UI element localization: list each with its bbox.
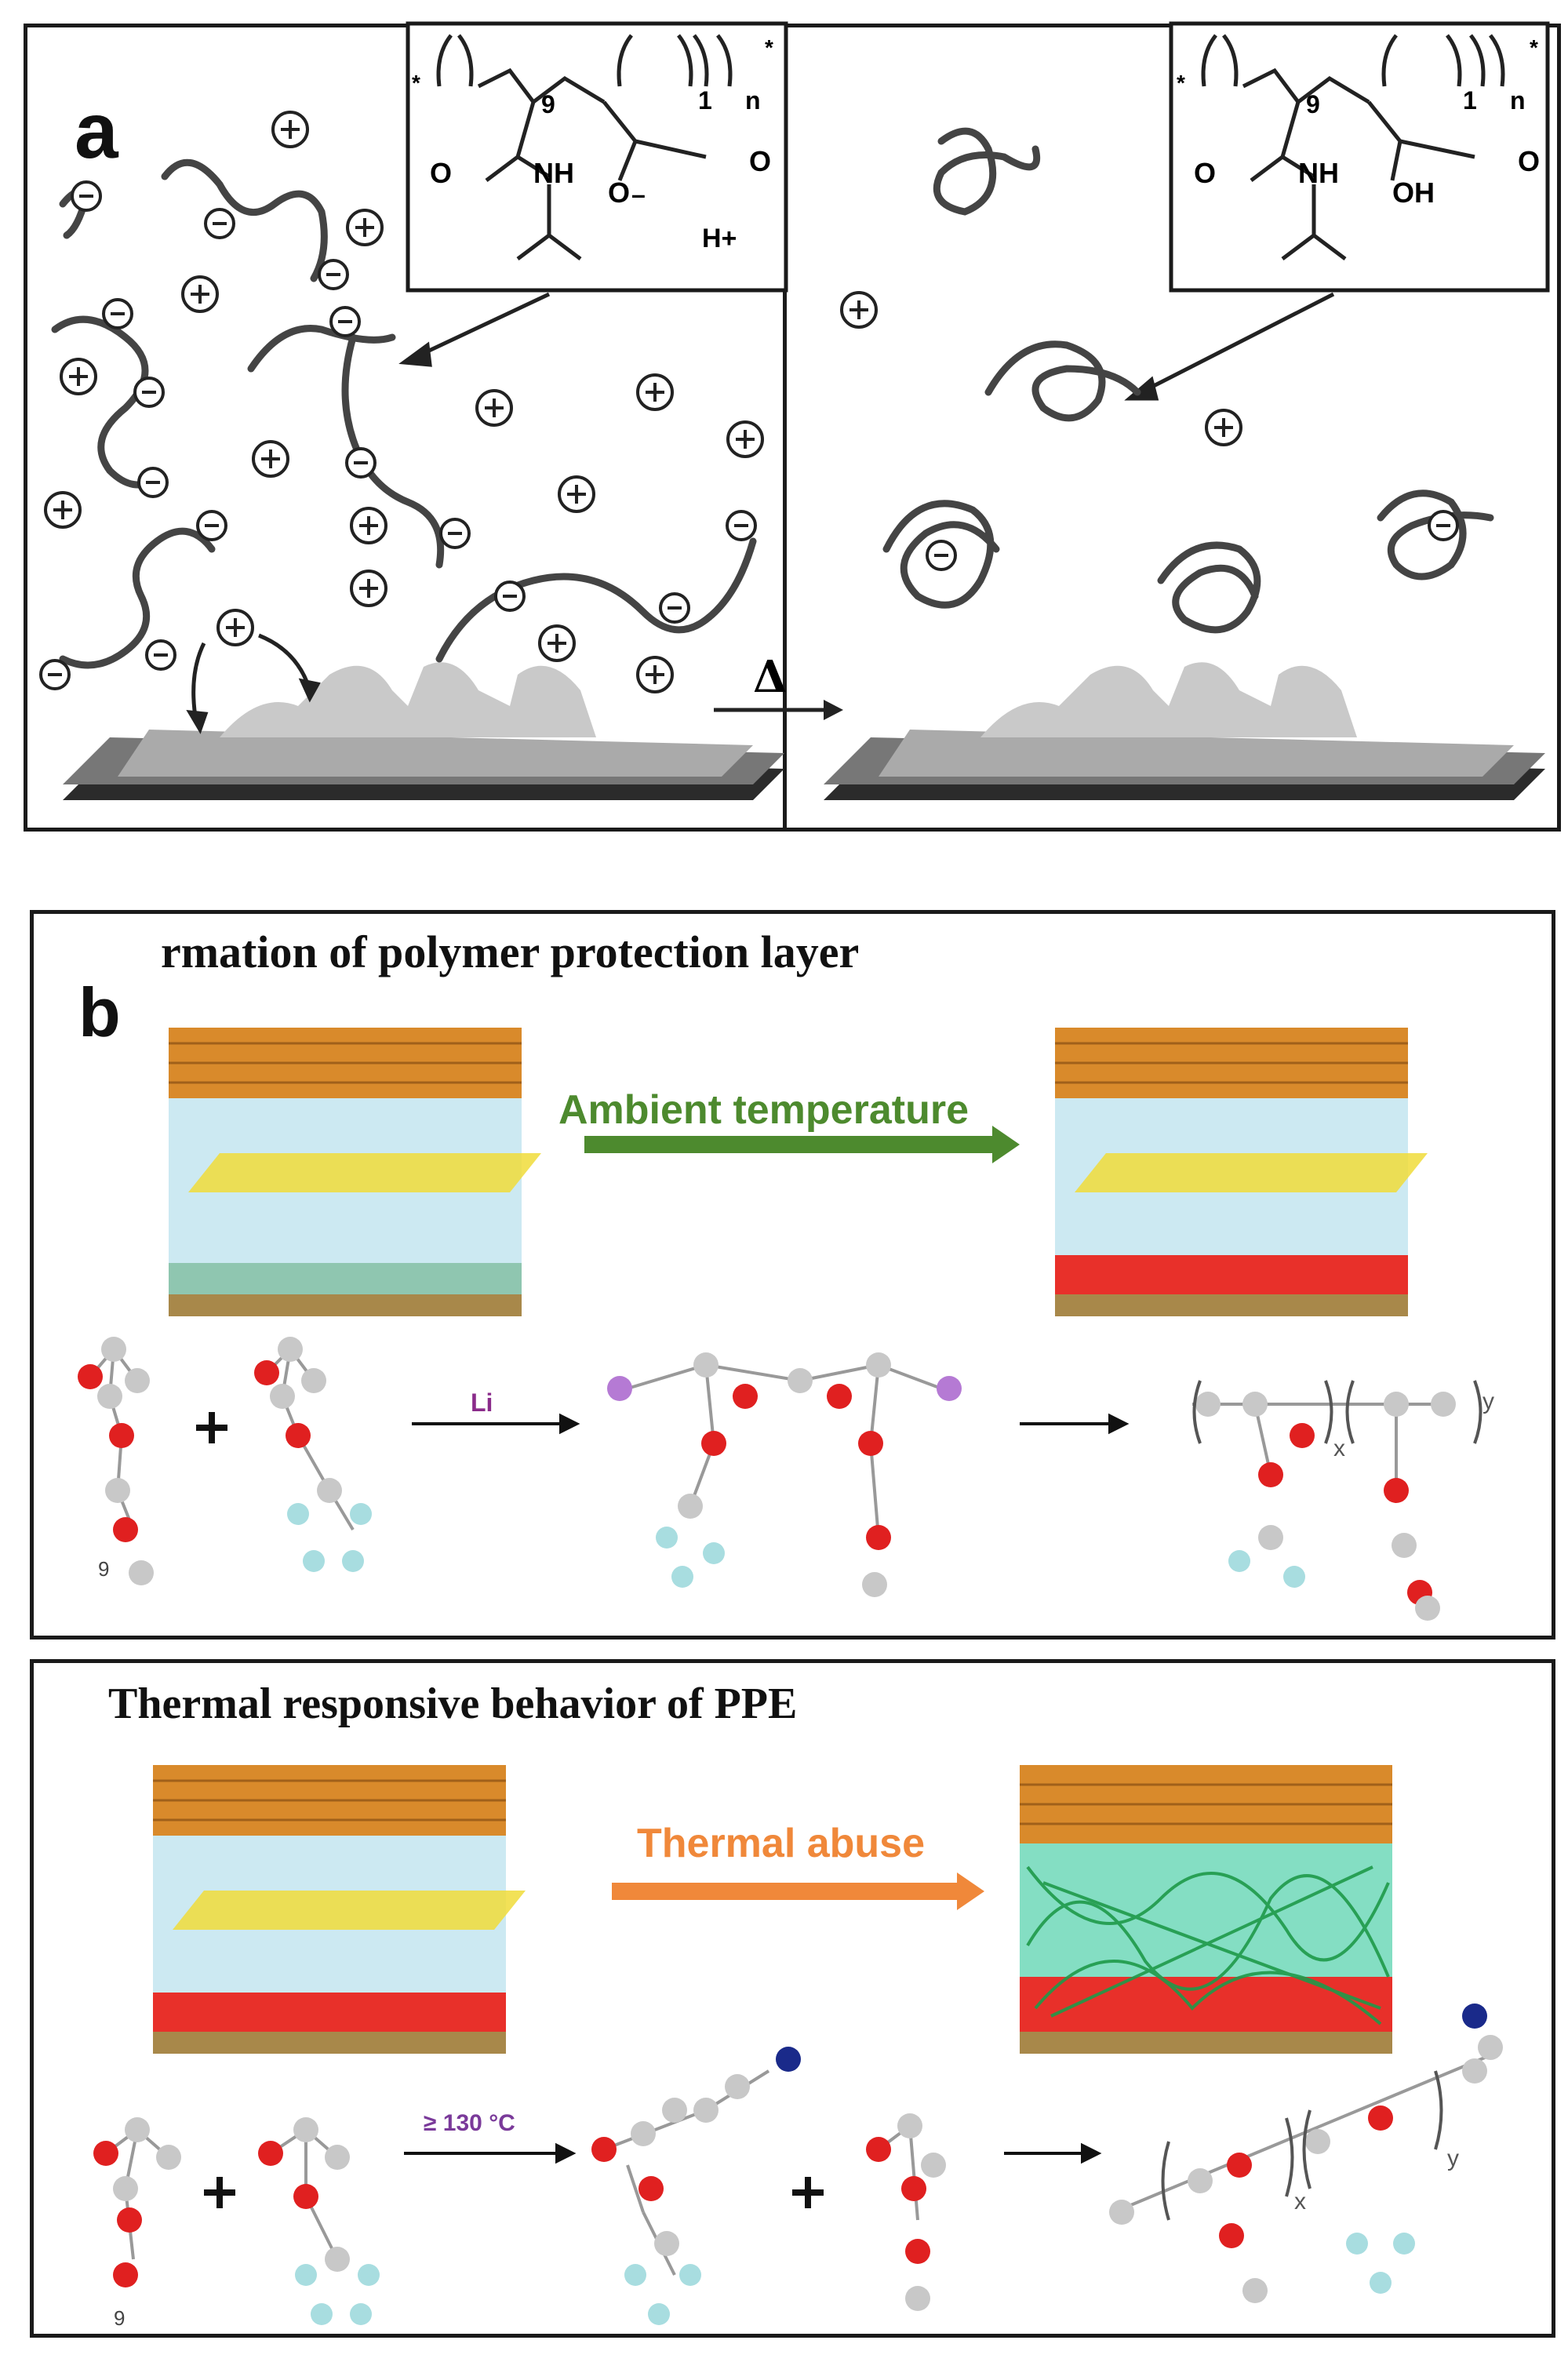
right-nh: NH <box>1298 157 1339 189</box>
panel-c-cell-right <box>1020 1765 1392 2054</box>
panel-a-substrates <box>63 662 1545 800</box>
panel-b-reaction-molecules <box>78 1337 1456 1621</box>
panel-b-cell-right <box>1055 1028 1428 1316</box>
panel-b-cell-left <box>169 1028 541 1316</box>
panel-a-divider <box>783 24 787 832</box>
heat-symbol: Δ <box>753 651 788 703</box>
left-o-amide: O <box>430 157 453 189</box>
panel-b-title: rmation of polymer protection layer <box>161 926 860 977</box>
panel-b-brackets <box>1192 1380 1483 1444</box>
panel-c-cell-left <box>153 1765 526 2054</box>
left-subscript-9: 9 <box>541 90 555 118</box>
panel-c-sub-y: y <box>1447 2145 1459 2171</box>
panel-c-brackets <box>1161 2070 1443 2221</box>
reagent-li-label: Li <box>471 1388 493 1417</box>
panel-b-repeat-9: 9 <box>98 1557 110 1581</box>
left-star-left: * <box>412 71 420 95</box>
temperature-condition-label: ≥ 130 °C <box>424 2110 515 2136</box>
panel-c-reaction-molecules <box>93 2004 1503 2325</box>
right-o-carbonyl: O <box>1518 145 1541 177</box>
panel-c-title: Thermal responsive behavior of PPE <box>108 1680 798 1728</box>
right-structure-bonds <box>1201 34 1505 260</box>
left-minus-sign: – <box>631 180 646 209</box>
right-star-right: * <box>1530 35 1538 60</box>
ambient-arrow <box>584 1126 1020 1163</box>
right-polymer-coils <box>882 127 1494 634</box>
panel-c-sub-x: x <box>1294 2189 1306 2215</box>
left-o-minus: O <box>608 177 631 209</box>
panel-b-sub-y: y <box>1483 1388 1494 1414</box>
heat-arrow <box>714 700 843 720</box>
left-subscript-1: 1 <box>698 86 712 115</box>
left-star-right: * <box>765 35 773 60</box>
left-polymer-chains <box>51 158 757 669</box>
panel-c-repeat-9: 9 <box>114 2306 126 2330</box>
panel-c-reaction-arrows <box>404 2142 1102 2164</box>
right-star-left: * <box>1177 71 1185 95</box>
right-subscript-1: 1 <box>1463 86 1477 115</box>
panel-b-plus-signs <box>196 1412 227 1443</box>
right-subscript-n: n <box>1510 86 1526 115</box>
left-subscript-n: n <box>745 86 761 115</box>
left-nh: NH <box>533 157 574 189</box>
cation-crosses <box>53 120 1233 684</box>
thermal-abuse-arrow <box>612 1872 984 1910</box>
panel-b-sub-x: x <box>1333 1436 1345 1461</box>
exchange-arrows <box>186 633 321 734</box>
anion-dashes <box>48 195 1450 676</box>
panel-b-reaction-arrows <box>412 1413 1130 1435</box>
right-oh: OH <box>1392 177 1435 209</box>
ambient-temperature-label: Ambient temperature <box>558 1087 969 1133</box>
left-counterion: H+ <box>702 224 737 253</box>
right-subscript-9: 9 <box>1306 90 1320 118</box>
left-o-carbonyl: O <box>749 145 772 177</box>
panel-c-plus-signs <box>204 2177 824 2208</box>
thermal-abuse-label: Thermal abuse <box>637 1821 926 1866</box>
left-structure-bonds <box>436 34 733 260</box>
panel-b-letter: b <box>78 974 121 1051</box>
right-o-amide: O <box>1194 157 1217 189</box>
panel-a-letter: a <box>75 87 118 175</box>
